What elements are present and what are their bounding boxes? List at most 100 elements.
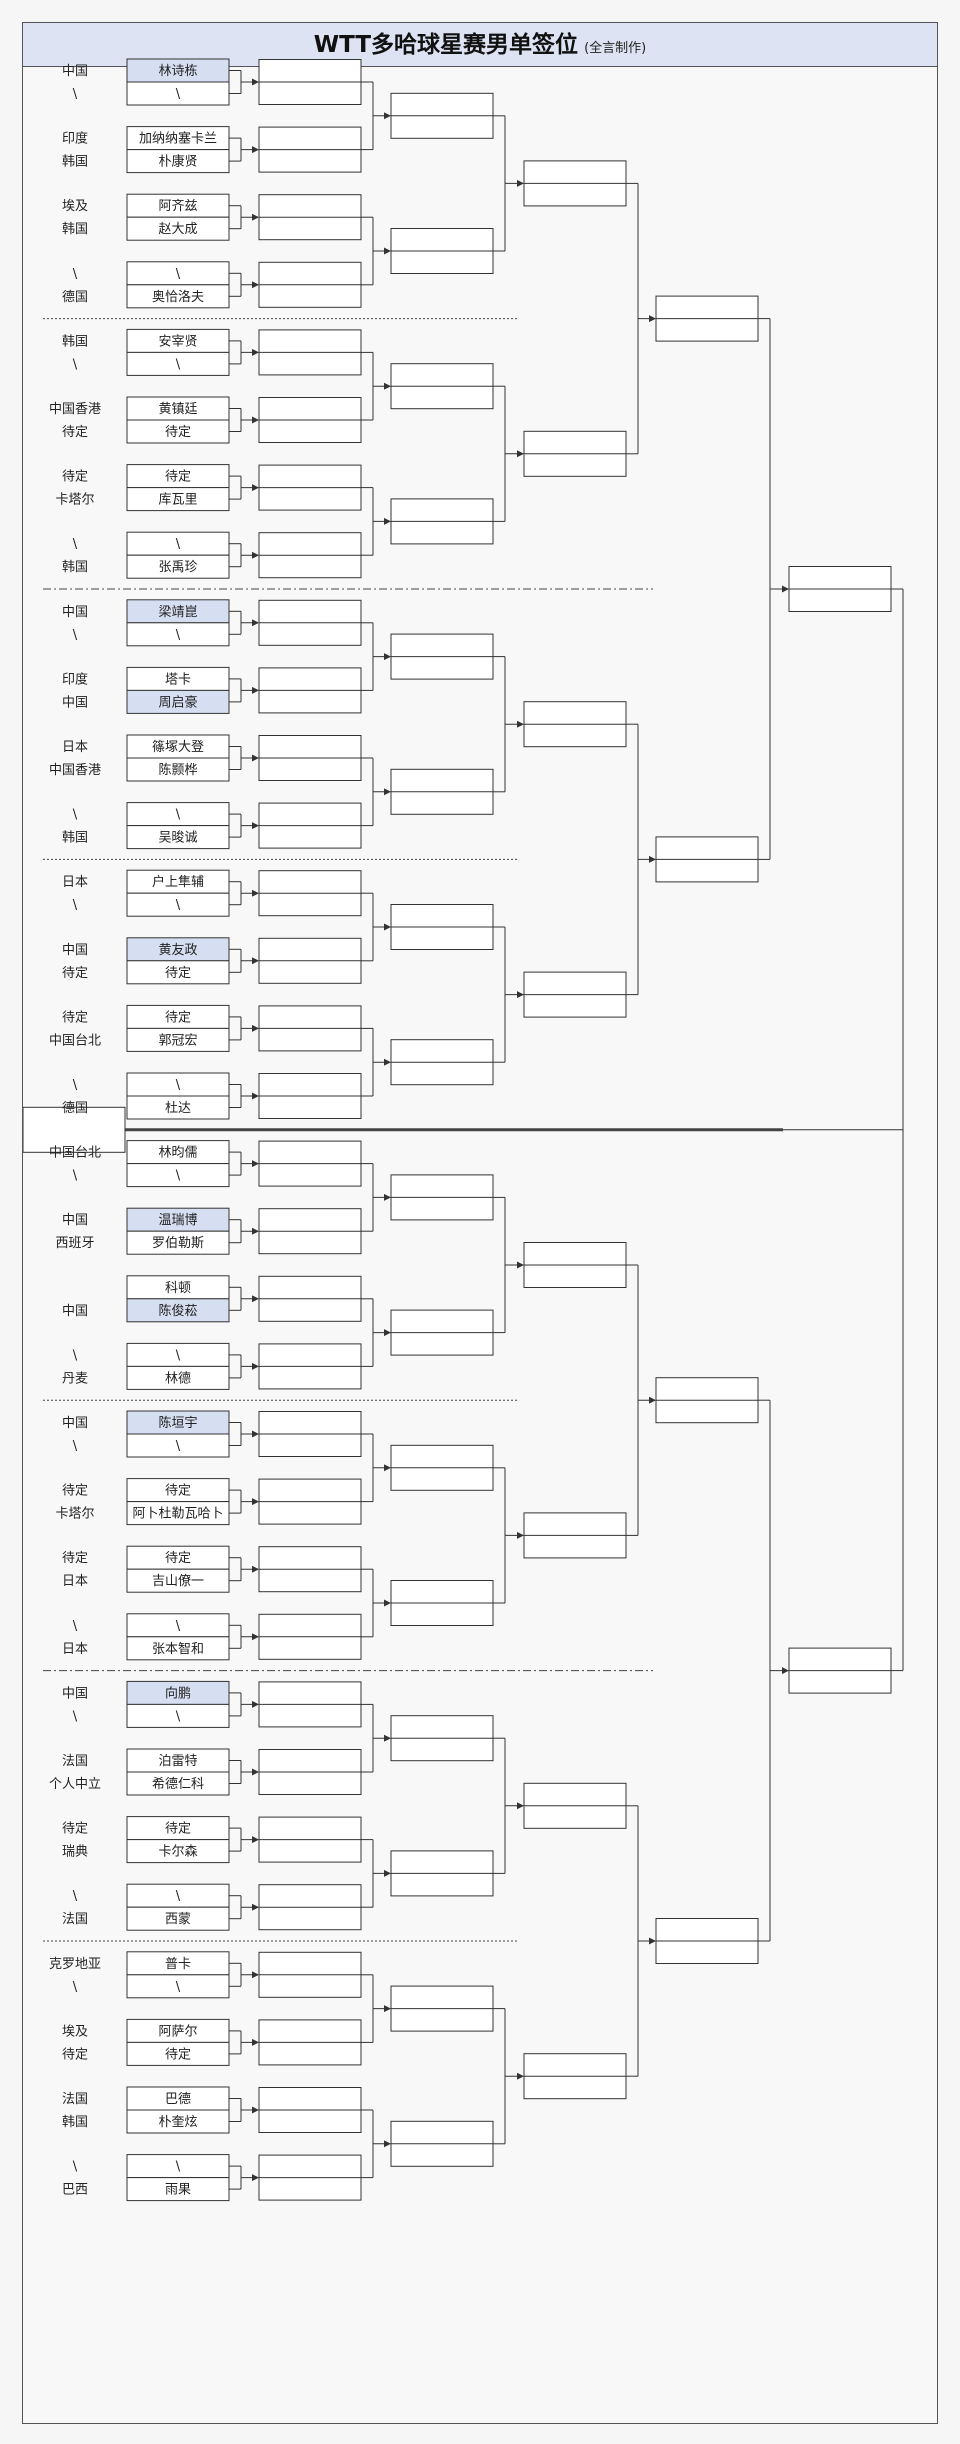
player-country: \ [73, 1619, 78, 1634]
player-slot [126, 1906, 230, 1931]
player-name: 林诗栋 [158, 63, 197, 79]
player-name: 雨果 [165, 2183, 191, 2198]
player-name: \ [176, 2160, 181, 2175]
player-country: 待定 [62, 470, 88, 485]
player-country: 中国 [62, 605, 88, 620]
player-name: \ [176, 898, 181, 913]
player-country: 中国 [62, 695, 88, 710]
player-country: 待定 [62, 425, 88, 440]
player-slot [126, 1433, 230, 1458]
player-country: 中国 [62, 64, 88, 79]
player-slot [126, 689, 230, 714]
player-name: 巴德 [165, 2092, 191, 2107]
player-name: 张本智和 [152, 1642, 204, 1657]
player-name: \ [176, 1889, 181, 1904]
player-country: 韩国 [62, 155, 88, 170]
page-title: WTT多哈球星赛男单签位 [313, 32, 579, 58]
player-name: 吴晙诚 [158, 830, 197, 846]
player-country: 中国 [62, 1416, 88, 1431]
player-name: 梁靖崑 [158, 605, 197, 620]
page-subtitle: (全言制作) [584, 41, 647, 56]
player-name: 待定 [165, 1822, 191, 1837]
player-name: 向鹏 [165, 1685, 191, 1701]
player-country: 卡塔尔 [55, 493, 94, 508]
player-slot [126, 284, 230, 309]
player-name: 待定 [165, 966, 191, 981]
player-name: 加纳纳塞卡兰 [139, 131, 217, 147]
player-country: 日本 [62, 875, 88, 890]
player-slot [126, 1771, 230, 1796]
player-name: 待定 [165, 1551, 191, 1566]
bracket-frame: WTT多哈球星赛男单签位(全言制作) 林诗栋中国\\加纳纳塞卡兰印度朴康贤韩国阿… [22, 22, 938, 2424]
player-country: 中国台北 [49, 1033, 101, 1048]
player-slot [126, 1839, 230, 1864]
player-name: 西蒙 [165, 1912, 191, 1927]
player-country: 日本 [62, 1574, 88, 1589]
player-country: \ [73, 1439, 78, 1454]
player-country: 巴西 [62, 2183, 88, 2198]
player-slot [126, 419, 230, 444]
player-slot [126, 1703, 230, 1728]
player-country: \ [73, 1078, 78, 1093]
player-name: 希德仁科 [152, 1777, 204, 1792]
player-name: 朴康贤 [158, 154, 197, 170]
player-slot [126, 1230, 230, 1255]
player-country: 中国 [62, 1304, 88, 1319]
player-name: 户上隼辅 [152, 874, 204, 890]
player-name: \ [176, 1348, 181, 1363]
player-slot [126, 2109, 230, 2134]
player-country: \ [73, 87, 78, 102]
player-name: 陈俊菘 [158, 1303, 197, 1319]
player-country: \ [73, 357, 78, 372]
player-country: 法国 [62, 2092, 88, 2107]
player-country: 韩国 [62, 334, 88, 349]
player-country: 埃及 [62, 199, 88, 214]
player-country: 中国香港 [49, 402, 101, 417]
player-country: 卡塔尔 [55, 1507, 94, 1522]
player-slot [126, 81, 230, 106]
player-country: 瑞典 [62, 1845, 88, 1860]
player-name: 待定 [165, 1484, 191, 1499]
player-country: 韩国 [62, 222, 88, 237]
player-slot [126, 1163, 230, 1188]
player-country: 待定 [62, 1551, 88, 1566]
player-name: 奥恰洛夫 [152, 290, 204, 305]
player-slot [126, 216, 230, 241]
result-box [23, 1106, 126, 1153]
player-country: 中国台北 [49, 1146, 101, 1161]
player-country: \ [73, 898, 78, 913]
player-country: \ [73, 267, 78, 282]
player-country: 法国 [62, 1754, 88, 1769]
player-name: \ [176, 808, 181, 823]
player-name: 库瓦里 [158, 492, 197, 508]
player-name: 郭冠宏 [158, 1032, 197, 1048]
player-slot [126, 622, 230, 647]
player-name: 朴奎炫 [158, 2114, 197, 2130]
player-slot [126, 825, 230, 850]
player-slot [126, 1636, 230, 1661]
player-name: 黄镇廷 [158, 402, 197, 417]
player-country: 中国 [62, 1213, 88, 1228]
player-name: \ [176, 267, 181, 282]
player-country: \ [73, 537, 78, 552]
player-country: \ [73, 1348, 78, 1363]
player-name: \ [176, 1709, 181, 1724]
player-name: 林昀儒 [158, 1146, 197, 1161]
player-name: 待定 [165, 425, 191, 440]
player-country: 中国 [62, 943, 88, 958]
player-name: 待定 [165, 2047, 191, 2062]
player-slot [126, 351, 230, 376]
player-country: 埃及 [62, 2024, 88, 2039]
player-country: 待定 [62, 2047, 88, 2062]
player-country: 日本 [62, 1642, 88, 1657]
player-country: 法国 [62, 1912, 88, 1927]
player-country: \ [73, 1980, 78, 1995]
player-name: 黄友政 [158, 942, 197, 958]
player-name: 篠塚大登 [152, 740, 204, 755]
player-name: \ [176, 1169, 181, 1184]
player-country: 印度 [62, 131, 88, 147]
player-name: 待定 [165, 470, 191, 485]
player-name: 林德 [165, 1371, 191, 1386]
player-name: \ [176, 628, 181, 643]
player-slot [126, 2177, 230, 2202]
